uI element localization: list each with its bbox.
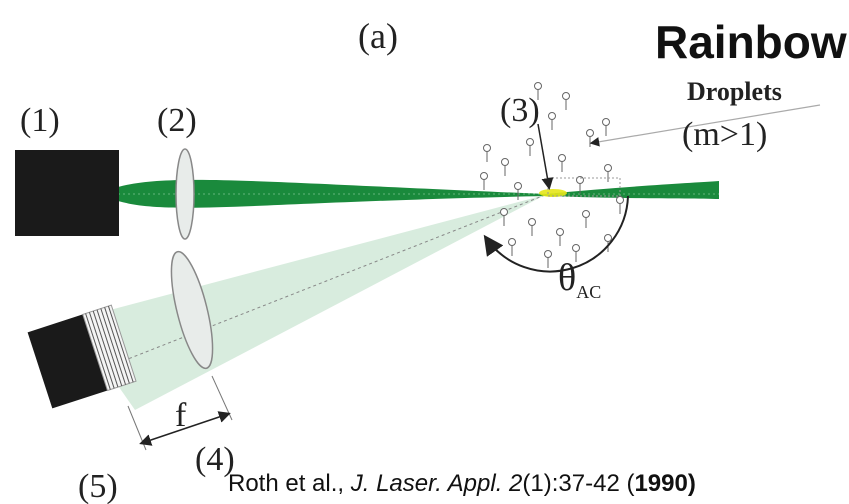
panel-label: (a)	[358, 16, 398, 56]
citation: Roth et al., J. Laser. Appl. 2(1):37-42 …	[228, 470, 696, 498]
citation-volume: 2	[509, 470, 523, 497]
citation-year: 1990	[634, 470, 688, 497]
focal-length-label: f	[175, 397, 187, 434]
droplets-label: Droplets	[687, 77, 782, 106]
droplets	[480, 82, 624, 268]
refractive-index-label: (m>1)	[682, 116, 767, 153]
collecting-lens-label: (4)	[195, 441, 235, 478]
collection-axis	[99, 194, 546, 371]
diagram-title: Rainbow	[655, 16, 847, 68]
probe-volume	[539, 189, 567, 197]
scattering-angle-arc	[483, 195, 629, 273]
angle-subscript: AC	[576, 282, 601, 302]
camera	[27, 304, 137, 409]
laser-source	[15, 150, 119, 236]
focusing-lens-label: (2)	[157, 102, 197, 139]
probe-volume-label: (3)	[500, 92, 540, 129]
citation-issue-pages: (1):37-42 (	[522, 470, 635, 497]
focal-length-indicator	[127, 375, 233, 451]
droplets-pointer	[589, 104, 821, 147]
focusing-lens	[175, 148, 195, 240]
citation-authors: Roth et al.,	[228, 470, 351, 497]
probe-pointer	[537, 123, 554, 190]
detection-window	[547, 177, 621, 197]
angle-label: θAC	[558, 257, 601, 302]
camera-label: (5)	[78, 468, 118, 504]
angle-symbol: θ	[558, 257, 576, 299]
scattered-light-cone	[72, 195, 545, 410]
citation-journal: J. Laser. Appl.	[350, 470, 503, 497]
citation-close: )	[687, 470, 696, 497]
laser-label: (1)	[20, 102, 60, 139]
collecting-lens	[170, 250, 214, 370]
